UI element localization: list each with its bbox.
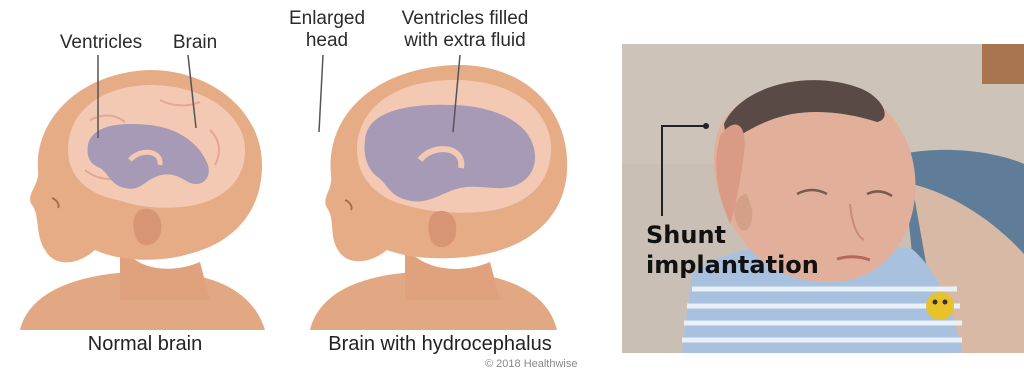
hydrocephalus-baby-head-illustration	[295, 0, 600, 375]
hydrocephalus-panel: Enlarged head Ventricles filled with ext…	[295, 0, 600, 375]
normal-baby-head-illustration	[0, 0, 300, 375]
label-enlarged-head: Enlarged head	[279, 8, 375, 52]
copyright-credit: © 2018 Healthwise	[485, 358, 595, 370]
label-ventricles-fluid: Ventricles filled with extra fluid	[385, 8, 545, 52]
caption-normal-brain: Normal brain	[40, 333, 250, 356]
infant-shunt-photo: Shunt implantation	[622, 44, 1024, 353]
shunt-implantation-label: Shunt implantation	[646, 220, 836, 280]
infant-photo-illustration	[622, 44, 1024, 353]
caption-hydrocephalus: Brain with hydrocephalus	[305, 333, 575, 356]
label-brain: Brain	[160, 32, 230, 54]
normal-ear-shape	[133, 209, 161, 245]
hydro-ear-shape	[428, 211, 456, 247]
label-ventricles: Ventricles	[46, 32, 156, 54]
normal-brain-panel: Ventricles Brain Normal brain	[0, 0, 300, 375]
